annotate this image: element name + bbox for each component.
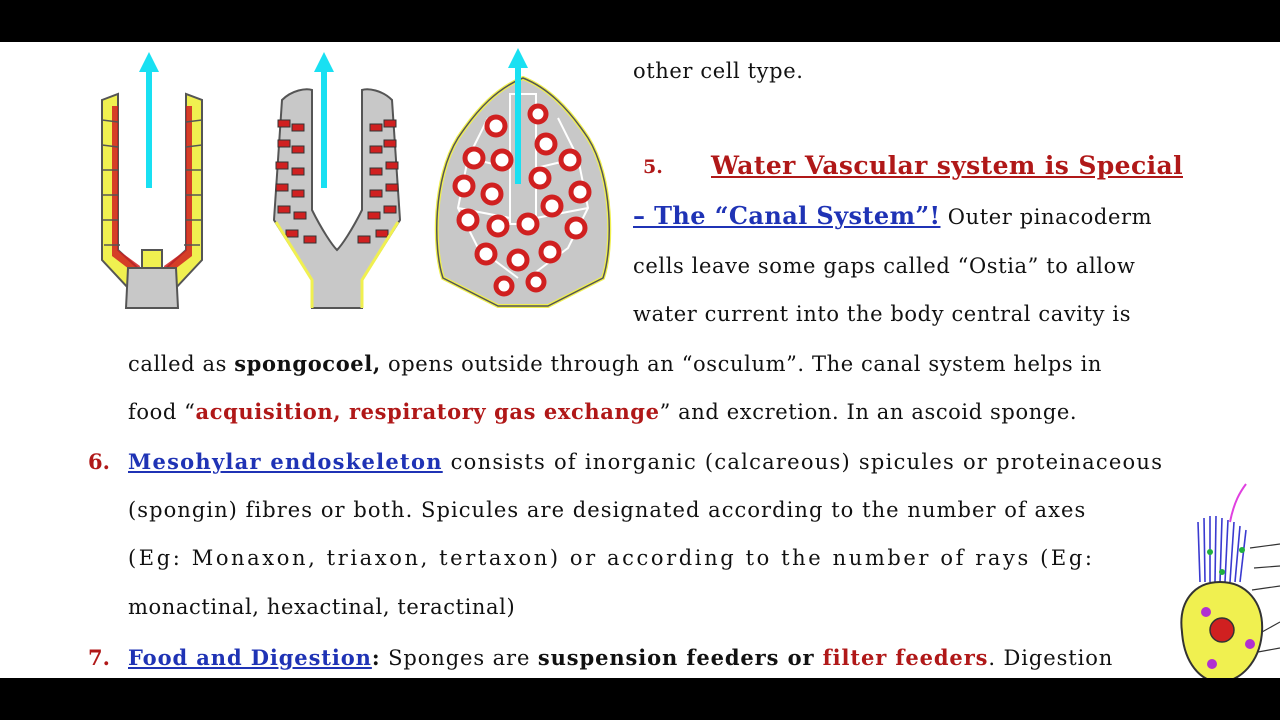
item5-line4-b: opens outside through an “osculum”. The …	[380, 352, 1103, 376]
filter-feeders-term: filter feeders	[822, 645, 989, 670]
item5-line4-a: called as	[128, 352, 235, 376]
spongocoel-term: spongocoel,	[234, 351, 381, 376]
food-digestion-link[interactable]: Food and Digestion	[128, 645, 372, 670]
canal-system-link[interactable]: – The “Canal System”!	[633, 201, 941, 230]
item7-number: 7.	[88, 645, 110, 670]
item7-line1: Food and Digestion: Sponges are suspensi…	[128, 645, 1113, 670]
item6-line3: (Eg: Monaxon, triaxon, tertaxon) or acco…	[128, 546, 1095, 570]
item7-a: Sponges are	[380, 646, 538, 670]
item6-line4: monactinal, hexactinal, teractinal)	[128, 595, 516, 619]
choanocyte-diagram	[1180, 483, 1280, 678]
item5-line5-b: ” and excretion. In an ascoid sponge.	[659, 400, 1078, 424]
ascon-diagram	[101, 52, 203, 309]
sycon-diagram	[272, 52, 402, 309]
item5-line5: food “acquisition, respiratory gas excha…	[128, 399, 1077, 424]
item5-line4: called as spongocoel, opens outside thro…	[128, 351, 1102, 376]
item7-b: . Digestion	[988, 646, 1114, 670]
item5-heading[interactable]: Water Vascular system is Special	[711, 151, 1183, 180]
top-line: other cell type.	[633, 59, 804, 83]
suspension-feeders-term: suspension feeders or	[537, 645, 823, 670]
item5-number: 5.	[643, 156, 663, 178]
item5-line5-a: food “	[128, 400, 196, 424]
item5-line1: – The “Canal System”! Outer pinacoderm	[633, 201, 1152, 230]
item6-line1-tail: consists of inorganic (calcareous) spicu…	[442, 450, 1164, 474]
item5-line1-tail: Outer pinacoderm	[940, 205, 1153, 229]
mesohylar-endoskeleton-link[interactable]: Mesohylar endoskeleton	[128, 449, 443, 474]
document-page: other cell type. 5. Water Vascular syste…	[0, 42, 1280, 678]
leucon-diagram	[434, 48, 612, 308]
item5-line2: cells leave some gaps called “Ostia” to …	[633, 254, 1136, 278]
item6-line1: Mesohylar endoskeleton consists of inorg…	[128, 449, 1163, 474]
functions-term: acquisition, respiratory gas exchange	[195, 399, 660, 424]
item6-line2: (spongin) fibres or both. Spicules are d…	[128, 498, 1087, 522]
item5-line3: water current into the body central cavi…	[633, 302, 1132, 326]
item7-colon: :	[371, 645, 381, 670]
item6-number: 6.	[88, 449, 110, 474]
